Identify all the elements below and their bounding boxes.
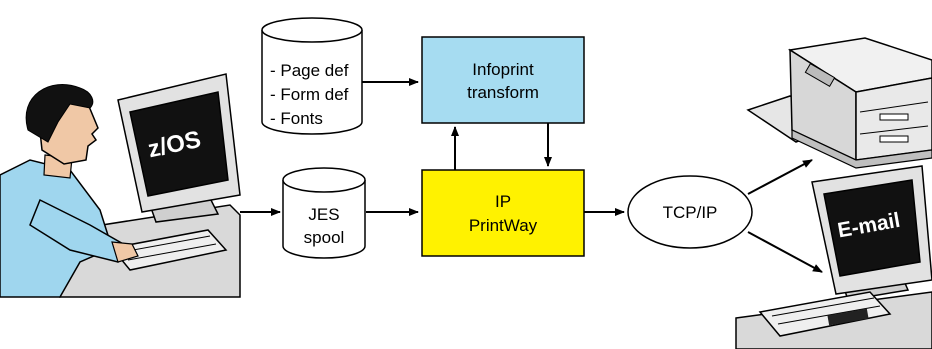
email-workstation-illustration: E-mail <box>735 165 932 349</box>
resource-form-def: - Form def <box>270 85 349 104</box>
resource-page-def: - Page def <box>270 61 349 80</box>
spool-label: spool <box>304 228 345 247</box>
resources-cylinder: - Page def - Form def - Fonts <box>261 17 363 135</box>
infoprint-label: Infoprint <box>472 60 534 79</box>
tcpip-label: TCP/IP <box>663 203 718 222</box>
resource-fonts: - Fonts <box>270 109 323 128</box>
ip-label: IP <box>495 192 511 211</box>
printer-illustration <box>746 37 932 169</box>
infoprint-transform-box: Infoprint transform <box>421 36 585 124</box>
printway-label: PrintWay <box>469 216 538 235</box>
transform-label: transform <box>467 83 539 102</box>
jes-label: JES <box>308 205 339 224</box>
ip-printway-box: IP PrintWay <box>421 169 585 257</box>
zos-workstation-illustration: z/OS <box>0 73 241 298</box>
tcpip-ellipse: TCP/IP <box>627 175 753 249</box>
arrow-tcpip-to-email <box>747 231 823 273</box>
jes-spool-cylinder: JES spool <box>282 167 366 259</box>
arrow-tcpip-to-printer <box>747 159 813 195</box>
